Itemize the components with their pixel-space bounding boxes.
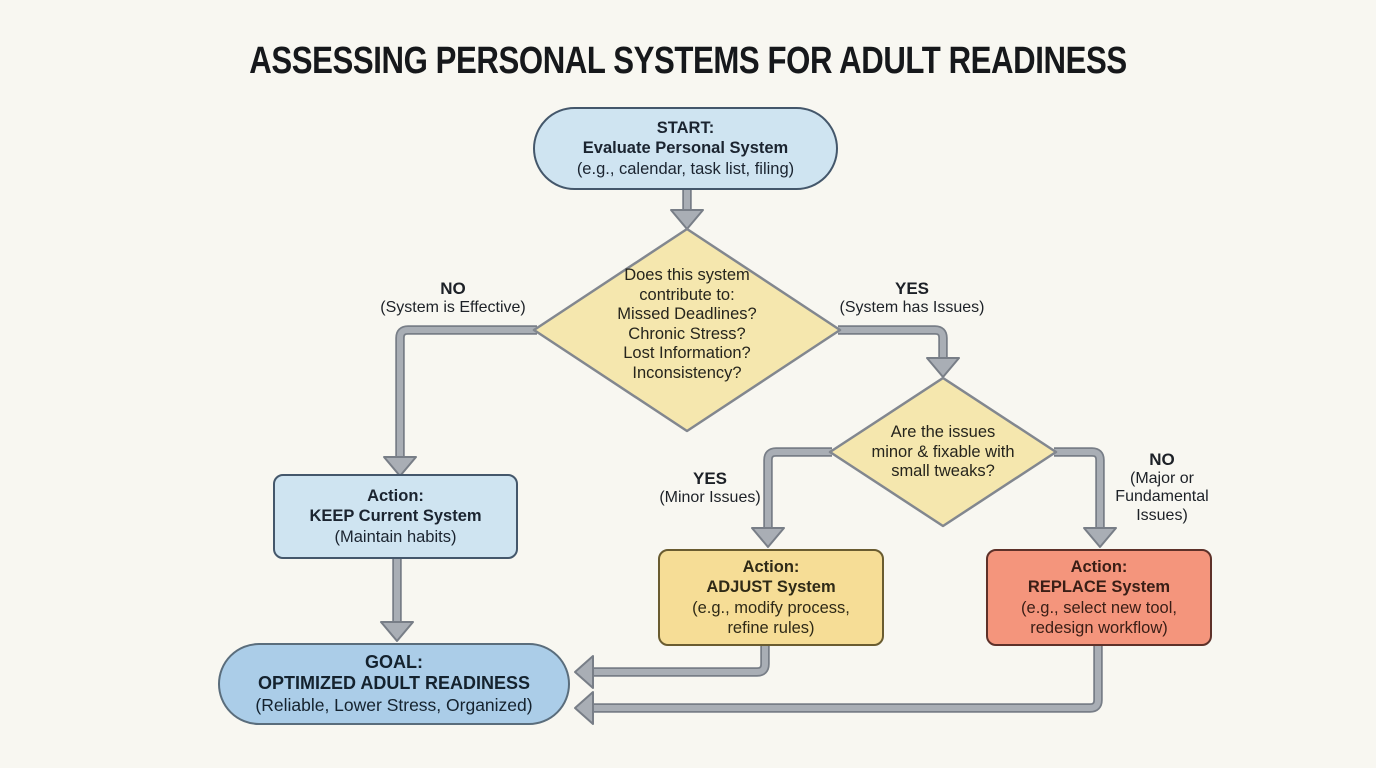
connector-replace-to-goal bbox=[574, 646, 1103, 725]
arrowhead-down-icon bbox=[383, 456, 417, 477]
connector-decision2-to-adjust bbox=[751, 447, 832, 548]
keep-title: Action: bbox=[367, 486, 424, 505]
decision1-line: Chronic Stress? bbox=[628, 324, 746, 343]
decision1-line: Missed Deadlines? bbox=[617, 305, 757, 324]
adjust-detail: refine rules) bbox=[727, 619, 815, 637]
connector-decision1-to-keep bbox=[383, 325, 537, 477]
replace-subtitle: REPLACE System bbox=[1027, 578, 1171, 596]
replace-detail: redesign workflow) bbox=[1030, 619, 1168, 637]
goal-title: GOAL: bbox=[365, 651, 423, 672]
connector-keep-to-goal bbox=[380, 559, 414, 642]
edge-label-no-system-effective: NO (System is Effective) bbox=[380, 279, 526, 317]
keep-detail: (Maintain habits) bbox=[334, 527, 457, 546]
goal-detail: (Reliable, Lower Stress, Organized) bbox=[255, 694, 533, 715]
replace-system-node: Action: REPLACE System (e.g., select new… bbox=[986, 549, 1212, 646]
edge-label-yes: YES bbox=[894, 279, 930, 298]
arrowhead-down-icon bbox=[926, 357, 960, 378]
arrowhead-down-icon bbox=[670, 209, 704, 230]
adjust-subtitle: ADJUST System bbox=[706, 578, 836, 596]
replace-title: Action: bbox=[1070, 557, 1128, 576]
arrowhead-down-icon bbox=[751, 527, 785, 548]
keep-system-node: Action: KEEP Current System (Maintain ha… bbox=[273, 474, 518, 559]
edge-label-no-major-issues: NO (Major or Fundamental Issues) bbox=[1115, 450, 1209, 525]
decision2-line: minor & fixable with bbox=[871, 442, 1015, 461]
adjust-title: Action: bbox=[742, 557, 800, 576]
arrowhead-left-icon bbox=[574, 691, 594, 725]
connector-start-to-decision1 bbox=[670, 190, 704, 230]
decision1-line: Does this system bbox=[624, 266, 750, 284]
decision2-line: small tweaks? bbox=[891, 462, 995, 481]
adjust-system-node: Action: ADJUST System (e.g., modify proc… bbox=[658, 549, 884, 646]
decision2-text: Are the issues minor & fixable with smal… bbox=[838, 423, 1048, 482]
connector-decision2-to-replace bbox=[1054, 447, 1117, 548]
replace-detail: (e.g., select new tool, bbox=[1021, 598, 1177, 617]
start-node: START: Evaluate Personal System (e.g., c… bbox=[533, 107, 838, 190]
goal-subtitle: OPTIMIZED ADULT READINESS bbox=[257, 673, 530, 694]
start-subtitle: Evaluate Personal System bbox=[582, 139, 789, 158]
edge-label-yes-system-issues: YES (System has Issues) bbox=[840, 279, 985, 317]
edge-label-no-sub: Fundamental bbox=[1115, 488, 1209, 505]
decision1-line: contribute to: bbox=[639, 285, 735, 304]
edge-label-no: NO bbox=[1149, 450, 1175, 469]
edge-label-no-sub: (System is Effective) bbox=[380, 299, 526, 316]
connector-decision1-to-decision2 bbox=[838, 325, 960, 378]
keep-subtitle: KEEP Current System bbox=[309, 507, 482, 526]
connector-adjust-to-goal bbox=[574, 646, 770, 689]
decision2-diamond bbox=[828, 376, 1058, 528]
start-title: START: bbox=[656, 118, 715, 137]
decision1-line: Inconsistency? bbox=[632, 363, 742, 382]
decision1-text: Does this system contribute to: Missed D… bbox=[562, 266, 812, 384]
edge-label-yes-sub: (System has Issues) bbox=[839, 299, 985, 316]
edge-label-no-sub: Issues) bbox=[1136, 506, 1188, 524]
decision2-line: Are the issues bbox=[890, 423, 996, 441]
edge-label-yes: YES bbox=[692, 469, 728, 488]
arrowhead-left-icon bbox=[574, 655, 594, 689]
goal-node: GOAL: OPTIMIZED ADULT READINESS (Reliabl… bbox=[218, 643, 570, 725]
edge-label-no: NO bbox=[440, 279, 466, 298]
arrowhead-down-icon bbox=[1083, 527, 1117, 548]
arrowhead-down-icon bbox=[380, 621, 414, 642]
decision1-diamond bbox=[532, 227, 842, 433]
edge-label-no-sub: (Major or bbox=[1129, 469, 1195, 487]
adjust-detail: (e.g., modify process, bbox=[692, 598, 850, 617]
edge-label-yes-sub: (Minor Issues) bbox=[659, 489, 761, 506]
decision1-line: Lost Information? bbox=[623, 344, 751, 363]
edge-label-yes-minor-issues: YES (Minor Issues) bbox=[659, 469, 760, 507]
start-detail: (e.g., calendar, task list, filing) bbox=[576, 159, 795, 178]
page-title: ASSESSING PERSONAL SYSTEMS FOR ADULT REA… bbox=[249, 40, 1127, 82]
page-title-wrap: ASSESSING PERSONAL SYSTEMS FOR ADULT REA… bbox=[0, 40, 1376, 83]
